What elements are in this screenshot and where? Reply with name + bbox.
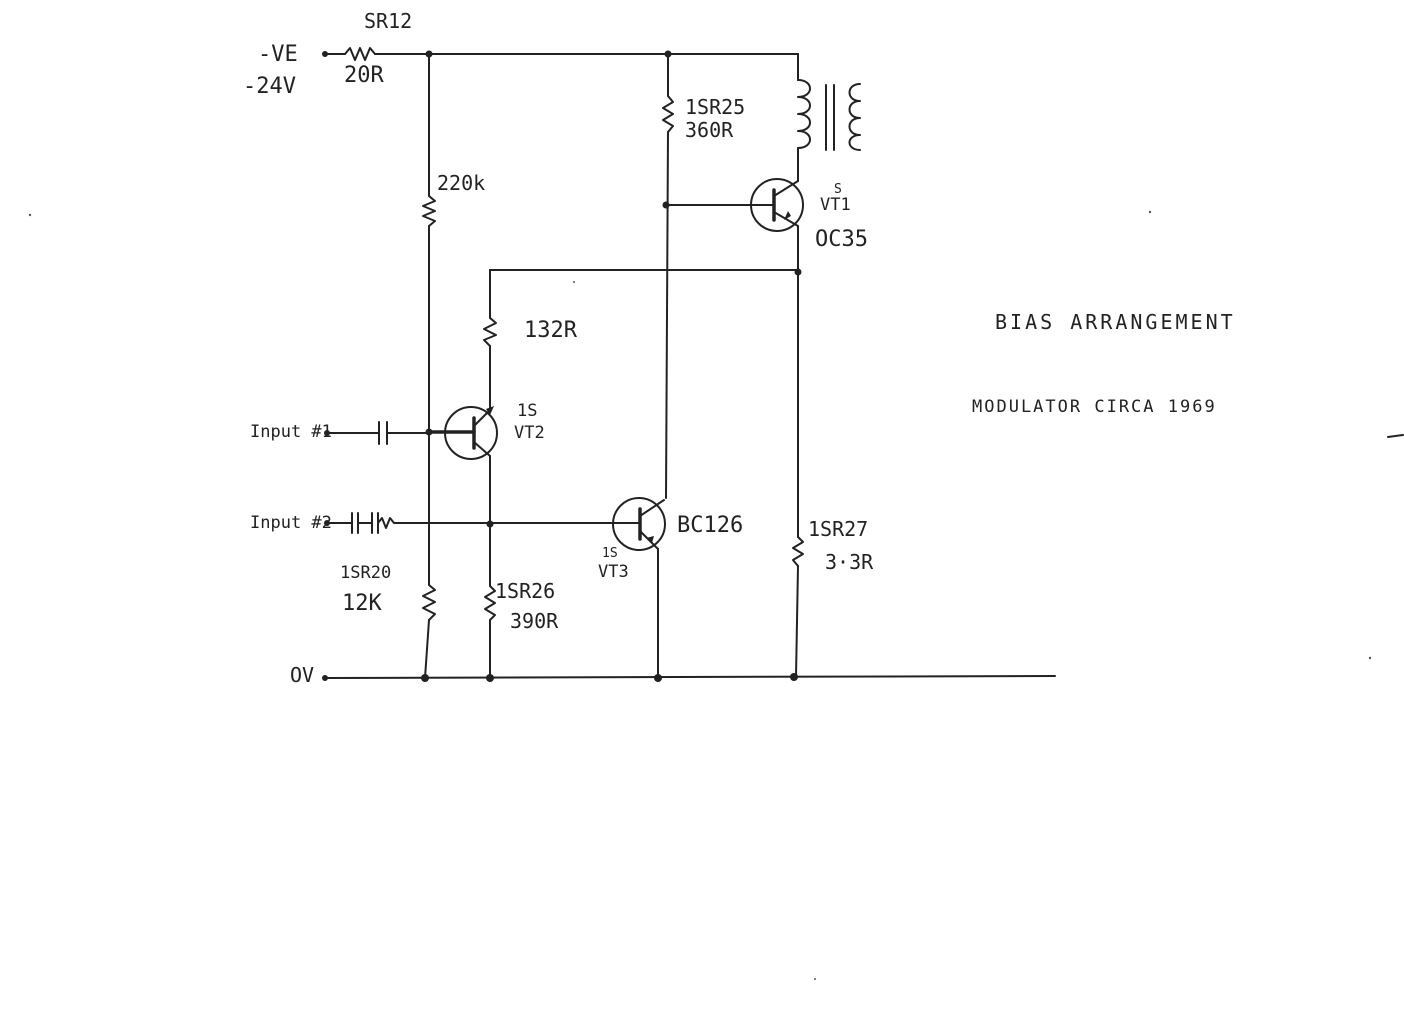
vt1-ref-label: VT1 — [820, 195, 851, 215]
sr20-ref-label: 1SR20 — [340, 563, 391, 583]
input2-label: Input #2 — [250, 513, 332, 533]
vt3-ref-label: VT3 — [598, 562, 629, 582]
sr27-value-label: 3·3R — [825, 550, 874, 574]
input1-terminal — [324, 430, 379, 436]
resistor-sr25 — [662, 95, 674, 133]
input1-label: Input #1 — [250, 422, 332, 442]
capacitor-input1 — [378, 421, 388, 445]
junction-dot — [654, 674, 662, 682]
ground-rail — [324, 675, 1056, 679]
scan-specks — [28, 210, 1404, 980]
supply-name-label: -VE — [258, 42, 298, 67]
sr12-value-label: 20R — [344, 63, 384, 88]
resistor-132r — [483, 317, 497, 347]
ground-label: OV — [290, 663, 314, 687]
transformer — [797, 79, 861, 151]
transistor-vt3 — [612, 497, 666, 551]
vt2-prefix-label: 1S — [517, 401, 537, 421]
supply-voltage-label: -24V — [243, 74, 296, 99]
sr26-value-label: 390R — [510, 609, 559, 633]
vt2-ref-label: VT2 — [514, 423, 545, 443]
junction-dot — [421, 674, 429, 682]
junction-dot — [486, 674, 494, 682]
r132-value-label: 132R — [524, 318, 578, 343]
vt1-type-label: OC35 — [815, 227, 868, 252]
sr25-ref-label: 1SR25 — [685, 95, 745, 119]
sr27-ref-label: 1SR27 — [808, 517, 868, 541]
vt1-prefix-label: S — [834, 182, 842, 197]
junction-dot — [790, 673, 798, 681]
resistor-sr27 — [792, 536, 804, 567]
sr12-ref-label: SR12 — [364, 9, 412, 33]
sr25-value-label: 360R — [685, 118, 734, 142]
input2-terminal — [324, 520, 352, 526]
resistor-sr20 — [422, 584, 436, 621]
vt3-prefix-label: 1S — [602, 546, 618, 561]
vt3-type-label: BC126 — [677, 513, 743, 538]
resistor-sr26 — [484, 585, 496, 621]
diagram-subtitle: MODULATOR CIRCA 1969 — [972, 397, 1217, 417]
r220k-value-label: 220k — [437, 171, 485, 195]
supply-input-terminal — [322, 51, 346, 57]
diagram-title: BIAS ARRANGEMENT — [995, 310, 1236, 334]
sr26-ref-label: 1SR26 — [495, 579, 555, 603]
resistor-220k — [422, 195, 436, 227]
sr20-value-label: 12K — [342, 591, 382, 616]
resistor-sr12 — [344, 47, 376, 61]
